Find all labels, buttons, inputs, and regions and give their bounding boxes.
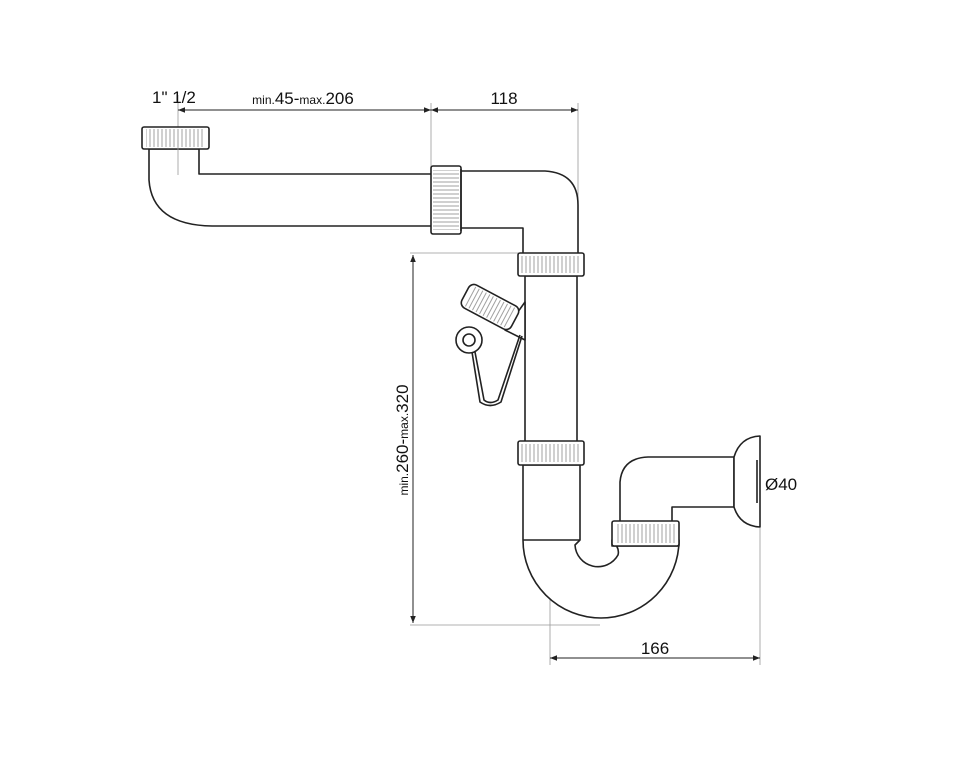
outlet-diameter-label: Ø40 <box>765 475 797 494</box>
inlet-pipe <box>141 126 433 227</box>
u-bend <box>517 440 680 619</box>
dimension-lines <box>178 107 760 661</box>
elbow-pipe <box>430 165 579 255</box>
horizontal-range-label: min.45-max.206 <box>252 89 354 108</box>
vertical-pipe <box>517 252 585 443</box>
appliance-inlet <box>455 283 526 407</box>
thread-size-label: 1" 1/2 <box>152 88 196 107</box>
outlet-width-label: 166 <box>641 639 669 658</box>
outlet-arm <box>611 435 761 547</box>
height-range-label: min.260-max.320 <box>393 384 412 495</box>
wall-flange <box>733 435 761 528</box>
elbow-width-label: 118 <box>490 89 517 108</box>
